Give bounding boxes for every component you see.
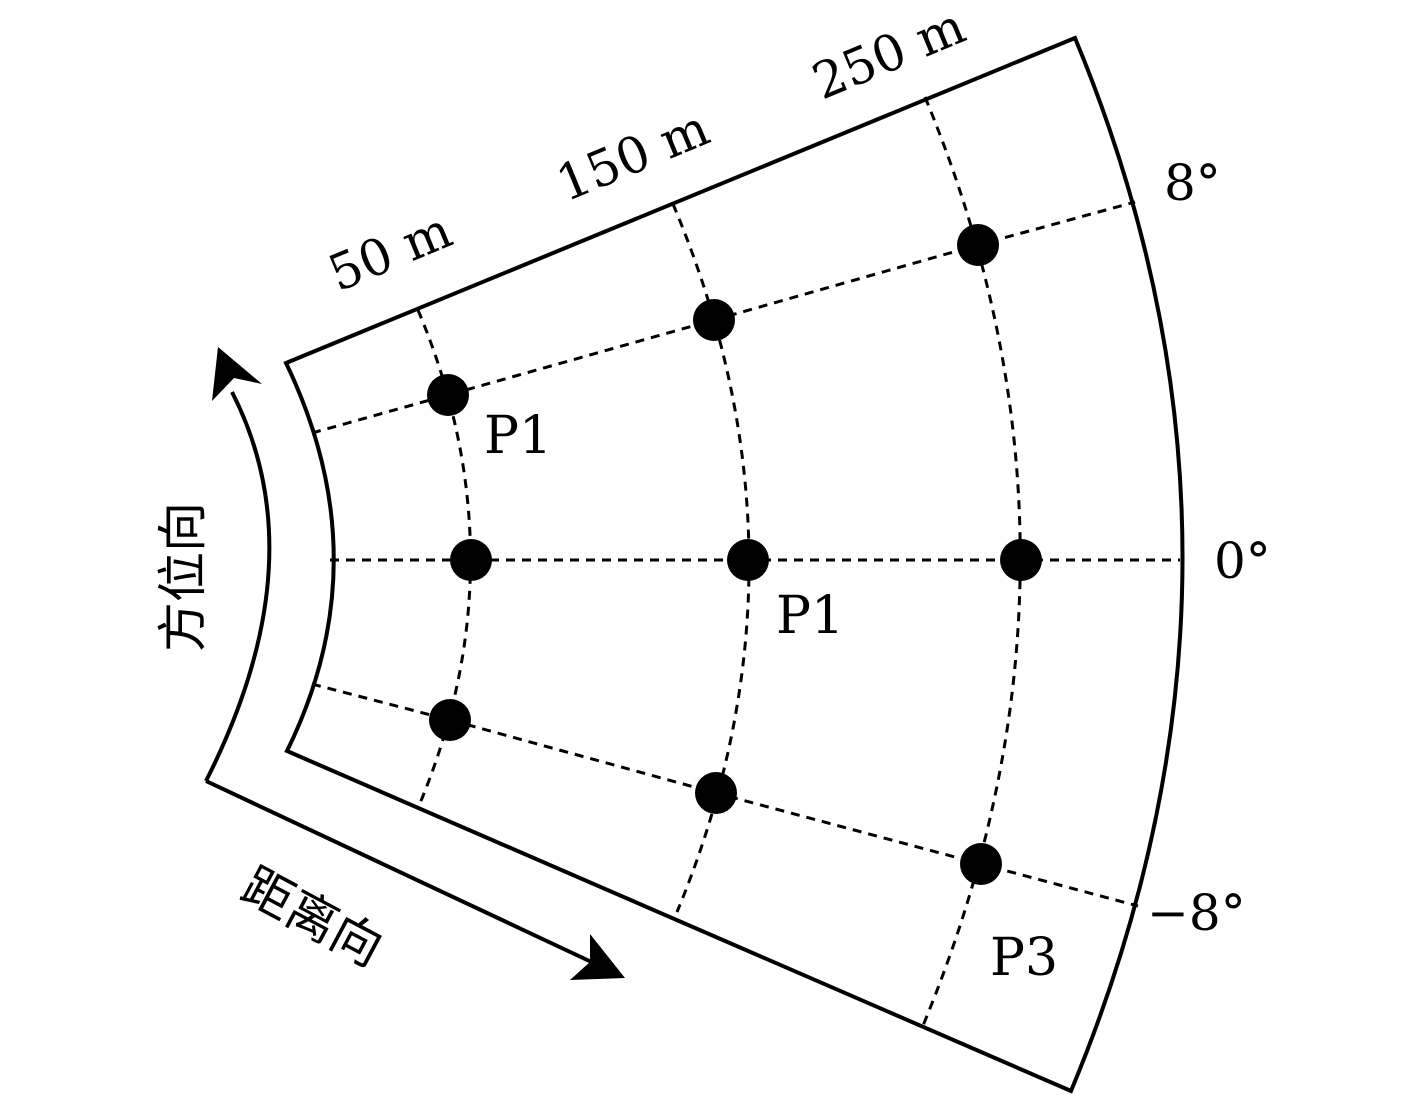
range-direction-line xyxy=(205,779,601,968)
range-label-50m: 50 m xyxy=(320,201,459,303)
grid-point xyxy=(427,374,469,416)
grid-point xyxy=(727,539,769,581)
grid-point xyxy=(960,843,1002,885)
azimuth-direction-label: 方位向 xyxy=(154,502,212,652)
grid-point xyxy=(693,299,735,341)
range-label-250m: 250 m xyxy=(804,0,973,111)
grid-points xyxy=(427,224,1042,885)
grid-point xyxy=(695,772,737,814)
angle-label-minus8deg: −8° xyxy=(1147,884,1246,942)
grid-point xyxy=(450,539,492,581)
angle-label-8deg: 8° xyxy=(1164,154,1221,212)
grid-point xyxy=(957,224,999,266)
point-label-p3: P3 xyxy=(990,928,1058,988)
range-direction-label: 距离向 xyxy=(232,856,392,978)
range-arrowhead-icon xyxy=(570,934,625,980)
grid-point xyxy=(429,699,471,741)
angle-label-0deg: 0° xyxy=(1214,532,1271,590)
azimuth-direction-arc xyxy=(204,391,272,782)
point-label-p1-upper: P1 xyxy=(484,406,552,466)
sector-outline xyxy=(283,35,1185,1094)
grid-point xyxy=(1000,539,1042,581)
azimuth-arrowhead-icon xyxy=(212,347,262,401)
point-label-p1-center: P1 xyxy=(776,586,844,646)
